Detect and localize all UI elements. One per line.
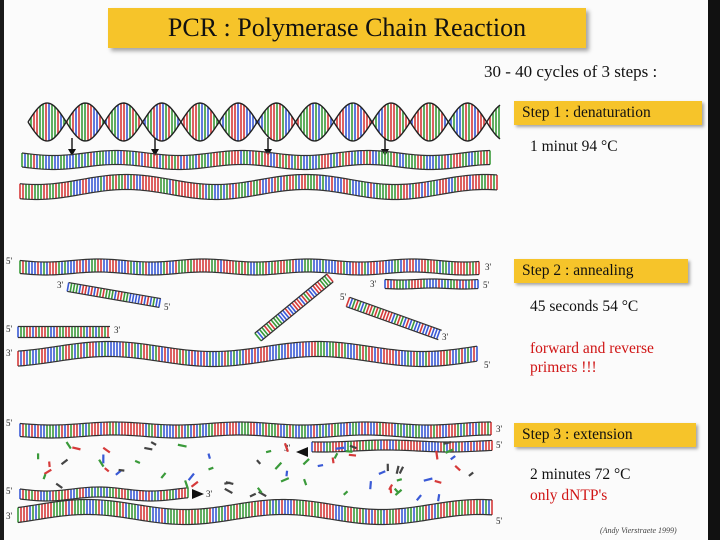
extension-arrow-top bbox=[296, 447, 308, 457]
dntp bbox=[333, 457, 334, 463]
dntp bbox=[185, 480, 188, 488]
dntp bbox=[225, 489, 233, 493]
label-3-prime: 3' bbox=[206, 489, 213, 499]
dntp bbox=[208, 454, 209, 459]
dntp bbox=[379, 471, 385, 474]
dntp bbox=[469, 472, 473, 475]
dntp bbox=[257, 460, 260, 464]
dntp bbox=[370, 481, 371, 489]
dntp bbox=[105, 468, 109, 471]
dntp bbox=[144, 448, 152, 449]
template-strand-upper bbox=[20, 259, 479, 275]
dntp bbox=[303, 459, 309, 464]
single-strand-2 bbox=[20, 175, 497, 200]
dntp bbox=[250, 494, 256, 497]
label-5-prime: 5' bbox=[484, 360, 491, 370]
dntp bbox=[286, 471, 287, 476]
dntp bbox=[424, 478, 433, 480]
dntp bbox=[72, 447, 80, 449]
dntp bbox=[56, 484, 62, 488]
label-5-prime: 5' bbox=[340, 292, 347, 302]
dntp bbox=[103, 448, 110, 453]
dntp bbox=[346, 451, 353, 452]
double-helix bbox=[28, 103, 500, 141]
new-strand-top bbox=[312, 440, 492, 452]
template-strand-lower bbox=[18, 342, 477, 367]
label-3-prime: 3' bbox=[370, 279, 377, 289]
dntp bbox=[161, 473, 165, 478]
dntp bbox=[318, 465, 323, 466]
dntp bbox=[275, 463, 281, 470]
label-5-prime: 5' bbox=[496, 516, 503, 526]
extension-arrow-bottom bbox=[192, 489, 204, 499]
dntp bbox=[400, 467, 403, 474]
dntp bbox=[304, 479, 306, 485]
dntp bbox=[135, 461, 140, 463]
dntp bbox=[258, 488, 262, 493]
template-strand-top bbox=[20, 422, 491, 438]
label-5-prime: 5' bbox=[6, 256, 13, 266]
dntp bbox=[390, 486, 391, 493]
dntp bbox=[397, 466, 399, 474]
dntp bbox=[417, 495, 421, 500]
primer-forward-upper bbox=[67, 283, 161, 308]
label-5-prime: 5' bbox=[6, 418, 13, 428]
free-primer-angled bbox=[346, 297, 441, 339]
free-primer-diagonal bbox=[255, 274, 333, 341]
label-3-prime: 3' bbox=[485, 262, 492, 272]
dntp bbox=[259, 492, 267, 496]
label-5-prime: 5' bbox=[6, 486, 13, 496]
dntp bbox=[281, 478, 289, 481]
dntp bbox=[455, 466, 460, 471]
new-strand-bottom bbox=[20, 487, 188, 501]
label-3-prime: 3' bbox=[114, 325, 121, 335]
label-5-prime: 5' bbox=[6, 324, 13, 334]
label-3-prime: 3' bbox=[442, 332, 449, 342]
dntp bbox=[336, 448, 344, 449]
dntp bbox=[438, 494, 439, 501]
label-5-prime: 5' bbox=[496, 440, 503, 450]
dntp bbox=[119, 470, 125, 471]
dntp bbox=[436, 451, 437, 460]
dntp bbox=[344, 491, 348, 494]
dntp bbox=[266, 451, 271, 452]
single-strand-1 bbox=[22, 151, 490, 170]
dntp bbox=[44, 474, 46, 479]
dntp bbox=[62, 460, 68, 465]
dntp bbox=[189, 474, 194, 481]
template-strand-bottom bbox=[18, 500, 492, 525]
dntp bbox=[191, 482, 197, 487]
primer-bound-right bbox=[385, 279, 478, 289]
dntp bbox=[44, 470, 51, 474]
dntp bbox=[67, 442, 71, 449]
dntp bbox=[397, 479, 402, 480]
dntp bbox=[349, 455, 356, 456]
dntp bbox=[335, 453, 338, 458]
label-3-prime: 3' bbox=[496, 424, 503, 434]
dntp bbox=[435, 481, 442, 483]
label-3-prime: 3' bbox=[57, 280, 64, 290]
dntp bbox=[116, 471, 121, 475]
dntp bbox=[209, 468, 214, 470]
label-5-prime: 5' bbox=[164, 302, 171, 312]
label-3-prime: 3' bbox=[6, 511, 13, 521]
dntp bbox=[178, 445, 187, 447]
label-3-prime: 3' bbox=[6, 348, 13, 358]
dntp bbox=[451, 456, 455, 459]
label-5-prime: 5' bbox=[483, 280, 490, 290]
dntp bbox=[151, 442, 156, 445]
primer-reverse-lower bbox=[18, 327, 110, 338]
